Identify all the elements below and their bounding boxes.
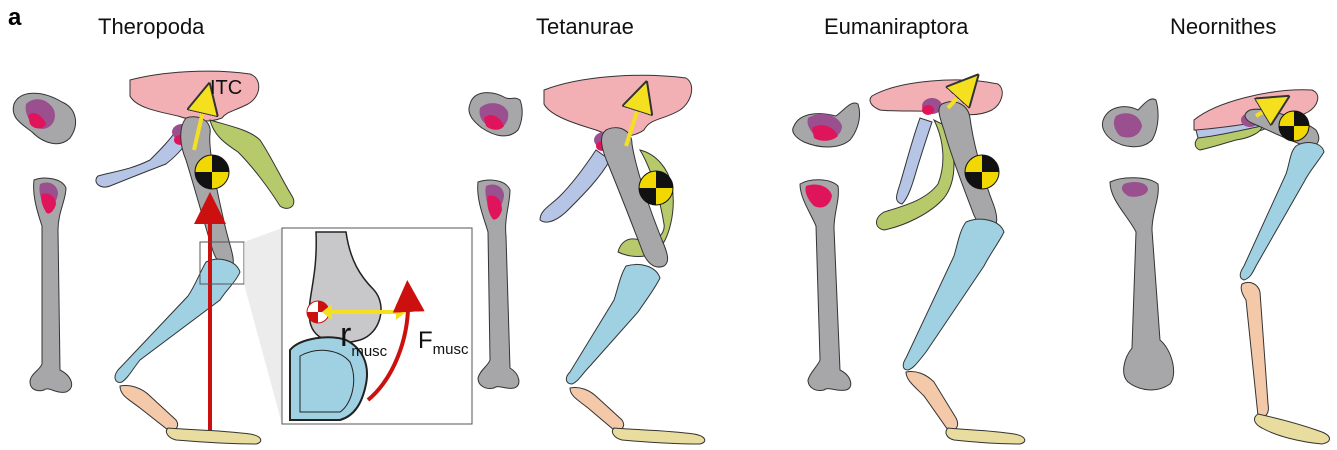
theropoda-toes <box>166 428 260 444</box>
tetanurae-toes <box>612 428 704 444</box>
tetanurae-center-of-mass <box>639 171 673 205</box>
theropoda-tibia <box>115 259 240 382</box>
tetanurae-ilium <box>544 75 692 136</box>
tetanurae-tibia <box>566 265 660 385</box>
neornithes-group <box>1102 90 1329 444</box>
theropoda-femur-isolated <box>30 178 72 392</box>
neornithes-femur-isolated <box>1110 178 1174 390</box>
moment-arm-symbol: r <box>340 316 351 354</box>
tetanurae-pubis <box>540 150 610 222</box>
inset-panel <box>282 228 472 424</box>
eumaniraptora-center-of-mass <box>965 155 999 189</box>
theropoda-metatarsus <box>120 385 178 430</box>
muscle-force-symbol: F <box>418 327 433 354</box>
eumaniraptora-tibia <box>903 219 1004 370</box>
neornithes-tibia <box>1240 143 1324 280</box>
theropoda-femur-head-detail <box>13 93 75 143</box>
neornithes-tarsometatarsus <box>1241 282 1268 417</box>
eumaniraptora-metatarsus <box>906 371 958 430</box>
inset-connector <box>244 228 282 424</box>
tetanurae-femur-isolated <box>478 180 519 388</box>
muscle-force-subscript: musc <box>433 341 469 358</box>
theropoda-group <box>13 71 472 444</box>
eumaniraptora-femur-isolated <box>800 180 851 391</box>
neornithes-center-of-mass <box>1279 111 1309 141</box>
tetanurae-group <box>469 75 705 444</box>
eumaniraptora-pubis <box>897 118 933 204</box>
neornithes-toes <box>1255 414 1330 444</box>
tetanurae-femur-head-detail <box>469 93 522 136</box>
eumaniraptora-femur-head-detail <box>793 103 860 147</box>
neornithes-femur-head-detail <box>1102 99 1158 147</box>
theropoda-center-of-mass <box>195 155 229 189</box>
tetanurae-metatarsus <box>570 387 624 430</box>
moment-arm-subscript: musc <box>351 343 387 360</box>
eumaniraptora-group <box>793 80 1025 444</box>
eumaniraptora-toes <box>946 428 1025 444</box>
itc-label: ITC <box>210 77 242 99</box>
